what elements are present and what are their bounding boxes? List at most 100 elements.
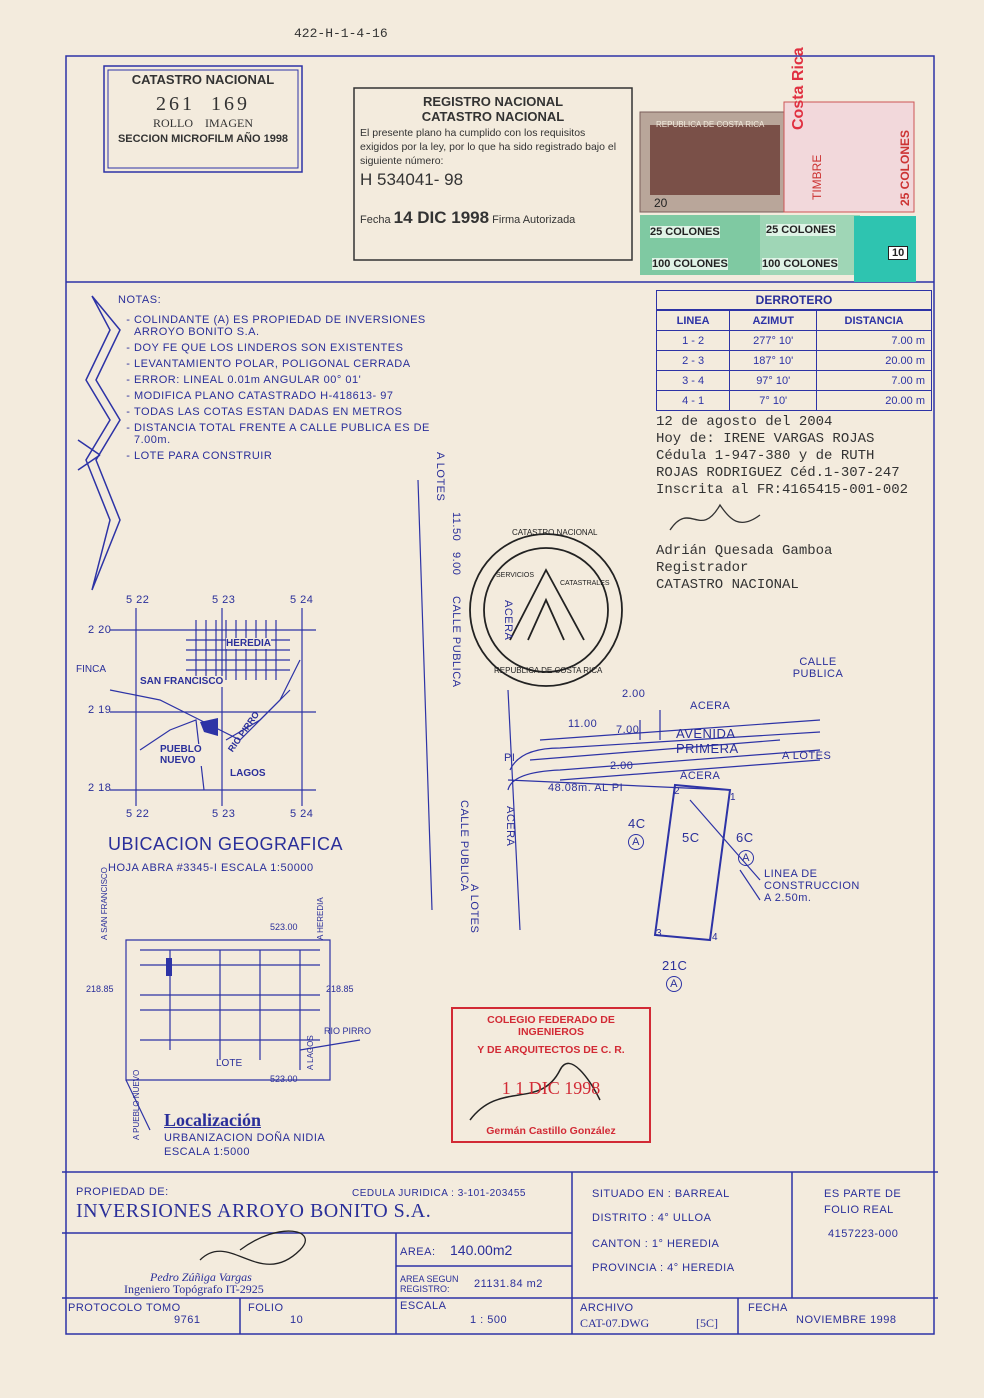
plan-adj-4c: 4C — [628, 816, 646, 831]
plan-dim: 11.50 — [450, 512, 462, 542]
plan-lotes-top: A LOTES — [434, 452, 446, 502]
note-item: ERROR: LINEAL 0.01m ANGULAR 00° 01' — [134, 374, 434, 386]
stamp-republic: REPUBLICA DE COSTA RICA — [656, 120, 765, 129]
colegio-stamp: COLEGIO FEDERADO DE INGENIEROS Y DE ARQU… — [456, 1014, 646, 1137]
plan-al-pi: 48.08m. AL PI — [548, 782, 624, 794]
coord-bottom-3: 5 24 — [290, 808, 314, 820]
stamp-20: 20 — [654, 196, 668, 210]
derrotero-table: LINEA AZIMUT DISTANCIA 1 - 2 277° 10' 7.… — [655, 310, 932, 411]
folio-label: FOLIO — [248, 1302, 284, 1314]
stamp-100-b: 100 COLONES — [762, 258, 838, 270]
registro-firma: Firma Autorizada — [492, 214, 576, 226]
coord-left-3: 2 18 — [88, 782, 112, 794]
colegio-stamp-border — [451, 1007, 651, 1143]
note-item: TODAS LAS COTAS ESTAN DADAS EN METROS — [134, 406, 434, 418]
area-label: AREA: — [400, 1246, 436, 1258]
cedula-juridica: CEDULA JURIDICA : 3-101-203455 — [352, 1188, 526, 1199]
registrar-org: CATASTRO NACIONAL — [656, 577, 799, 593]
catastro-title: CATASTRO NACIONAL — [131, 72, 275, 87]
inscription-line: Cédula 1-947-380 y de RUTH — [656, 448, 875, 464]
plan-lot-5c: 5C — [682, 830, 700, 845]
catastro-roll-image: 261 169 — [108, 93, 298, 116]
plan-acera-vertical-2: ACERA — [504, 806, 516, 847]
folio-value: 10 — [290, 1314, 304, 1326]
plan-calle-vertical: CALLE PUBLICA — [450, 596, 462, 688]
localizacion-sub2: ESCALA 1:5000 — [164, 1146, 251, 1158]
loc-label: A LAGOS — [306, 1035, 315, 1070]
note-item: MODIFICA PLANO CATASTRADO H-418613- 97 — [134, 390, 434, 402]
folio-real-number: 4157223-000 — [828, 1228, 899, 1240]
plan-a-lotes-bottom: A LOTES — [468, 884, 480, 934]
note-item: DOY FE QUE LOS LINDEROS SON EXISTENTES — [134, 342, 434, 354]
plan-dim: 9.00 — [450, 552, 462, 576]
place-finca: FINCA — [76, 664, 106, 675]
stamp-costa-rica: Costa Rica — [790, 47, 807, 130]
plan-adj-mark: A — [738, 850, 754, 866]
engineer-title: Ingeniero Topógrafo IT-2925 — [124, 1282, 264, 1296]
derrotero-header: LINEA — [655, 310, 731, 331]
note-item: DISTANCIA TOTAL FRENTE A CALLE PUBLICA E… — [134, 422, 434, 446]
folio-real-label: FOLIO REAL — [824, 1204, 894, 1216]
derrotero-cell: 4 - 1 — [655, 390, 731, 411]
coord-top-3: 5 24 — [290, 594, 314, 606]
plan-dim: 7.00 — [616, 724, 640, 736]
plan-dim: 2.00 — [610, 760, 634, 772]
loc-label: 523.00 — [270, 1074, 298, 1084]
seal-bottom: REPUBLICA DE COSTA RICA — [494, 666, 603, 675]
plan-linea-construccion: LINEA DE CONSTRUCCION A 2.50m. — [764, 868, 860, 904]
derrotero-cell: 277° 10' — [729, 330, 818, 351]
protocolo-value: 9761 — [174, 1314, 201, 1326]
place-heredia: HEREDIA — [226, 638, 272, 649]
registro-fecha: 14 DIC 1998 — [393, 208, 490, 227]
registro-fecha-label: Fecha — [360, 214, 391, 226]
microfilm-section: SECCION MICROFILM AÑO 1998 — [117, 133, 289, 145]
file-reference: 422-H-1-4-16 — [294, 26, 388, 41]
plan-acera1: ACERA — [690, 700, 731, 712]
loc-label: A PUEBLO NUEVO — [132, 1069, 141, 1140]
fecha-value: NOVIEMBRE 1998 — [796, 1314, 897, 1326]
stamp-100-a: 100 COLONES — [652, 258, 728, 270]
site-plan-lines — [417, 479, 821, 942]
derrotero-cell: 187° 10' — [729, 350, 818, 371]
loc-label: LOTE — [216, 1058, 243, 1069]
catastro-seal — [469, 533, 623, 687]
inscription-block: 12 de agosto del 2004 Hoy de: IRENE VARG… — [656, 414, 908, 594]
derrotero-cell: 20.00 m — [816, 390, 932, 411]
coord-bottom-2: 5 23 — [212, 808, 236, 820]
area-value: 140.00m2 — [450, 1242, 513, 1258]
catastro-microfilm-stamp: CATASTRO NACIONAL 261 169 ROLLO IMAGEN S… — [108, 72, 298, 145]
loc-label: RIO PIRRO — [324, 1026, 372, 1036]
note-item: LOTE PARA CONSTRUIR — [134, 450, 434, 462]
derrotero-cell: 7.00 m — [816, 330, 932, 351]
escala-value: 1 : 500 — [470, 1314, 508, 1326]
derrotero-cell: 97° 10' — [729, 370, 818, 391]
archivo-value: CAT-07.DWG — [580, 1316, 650, 1330]
inscription-line: Inscrita al FR:4165415-001-002 — [656, 482, 909, 498]
localizacion-sub1: URBANIZACION DOÑA NIDIA — [164, 1132, 326, 1144]
inscription-line: Hoy de: IRENE VARGAS ROJAS — [656, 431, 875, 447]
plan-calle-vertical-2: CALLE PUBLICA — [458, 800, 470, 892]
seal-right: CATASTRALES — [560, 580, 610, 587]
seal-top: CATASTRO NACIONAL — [512, 528, 598, 537]
derrotero-header: AZIMUT — [729, 310, 818, 331]
colegio-name: Germán Castillo González — [486, 1125, 616, 1137]
plan-adj-21c: 21C — [662, 958, 688, 973]
localizacion-title: Localización — [164, 1110, 261, 1130]
registro-number: H 534041- 98 — [360, 170, 464, 189]
area-segun-label1: AREA SEGUN — [400, 1274, 459, 1284]
place-pueblo-nuevo: PUEBLO NUEVO — [160, 744, 210, 766]
canton: CANTON : 1° HEREDIA — [592, 1238, 720, 1250]
derrotero-cell: 3 - 4 — [655, 370, 731, 391]
distrito: DISTRITO : 4° ULLOA — [592, 1212, 712, 1224]
situado: SITUADO EN : BARREAL — [592, 1188, 730, 1200]
loc-label: 218.85 — [326, 984, 354, 994]
localizacion-map-lines — [125, 939, 361, 1131]
escala-label: ESCALA — [400, 1300, 447, 1312]
place-san-francisco: SAN FRANCISCO — [140, 676, 224, 687]
coord-top-2: 5 23 — [212, 594, 236, 606]
location-map-lines — [109, 608, 316, 806]
stamp-25-b: 25 COLONES — [766, 224, 836, 236]
owner-name: INVERSIONES ARROYO BONITO S.A. — [76, 1200, 432, 1222]
stamp-timbre: TIMBRE — [810, 154, 824, 200]
